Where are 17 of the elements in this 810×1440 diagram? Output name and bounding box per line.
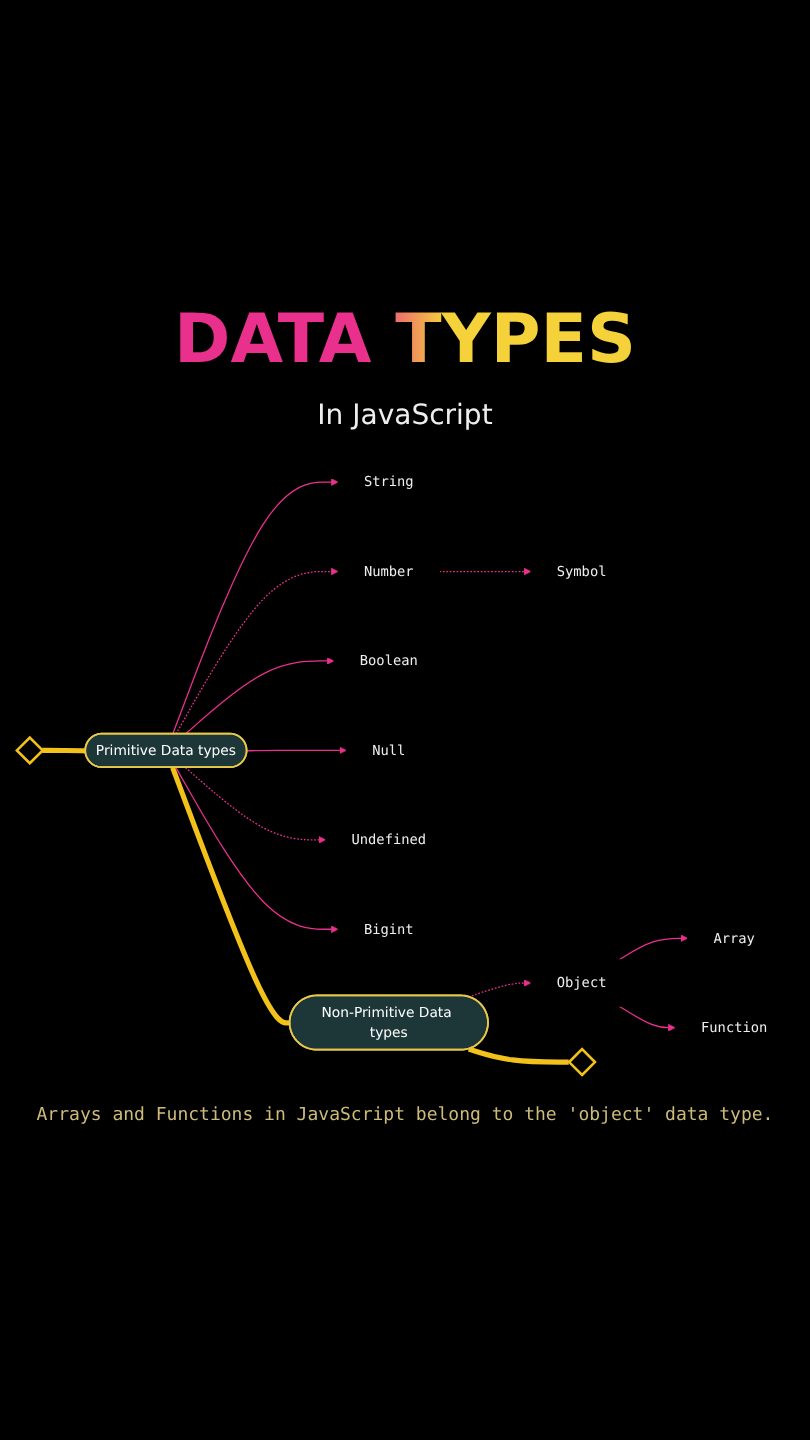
node-diamond	[567, 1047, 597, 1077]
caption: Arrays and Functions in JavaScript belong to the 'object' data type.	[34, 1105, 776, 1126]
arrow	[438, 567, 532, 576]
connector	[42, 747, 86, 754]
connector	[170, 766, 291, 1026]
arrow	[246, 746, 347, 755]
arrow	[184, 766, 327, 844]
arrow	[618, 1005, 676, 1032]
arrow	[175, 567, 339, 735]
arrow	[172, 478, 339, 735]
node-diamond	[15, 735, 45, 766]
arrow	[618, 934, 689, 961]
arrow	[175, 766, 339, 934]
arrow	[184, 657, 335, 735]
connector	[467, 1046, 569, 1065]
subtitle: In JavaScript	[315, 400, 495, 432]
arrow	[468, 979, 532, 998]
